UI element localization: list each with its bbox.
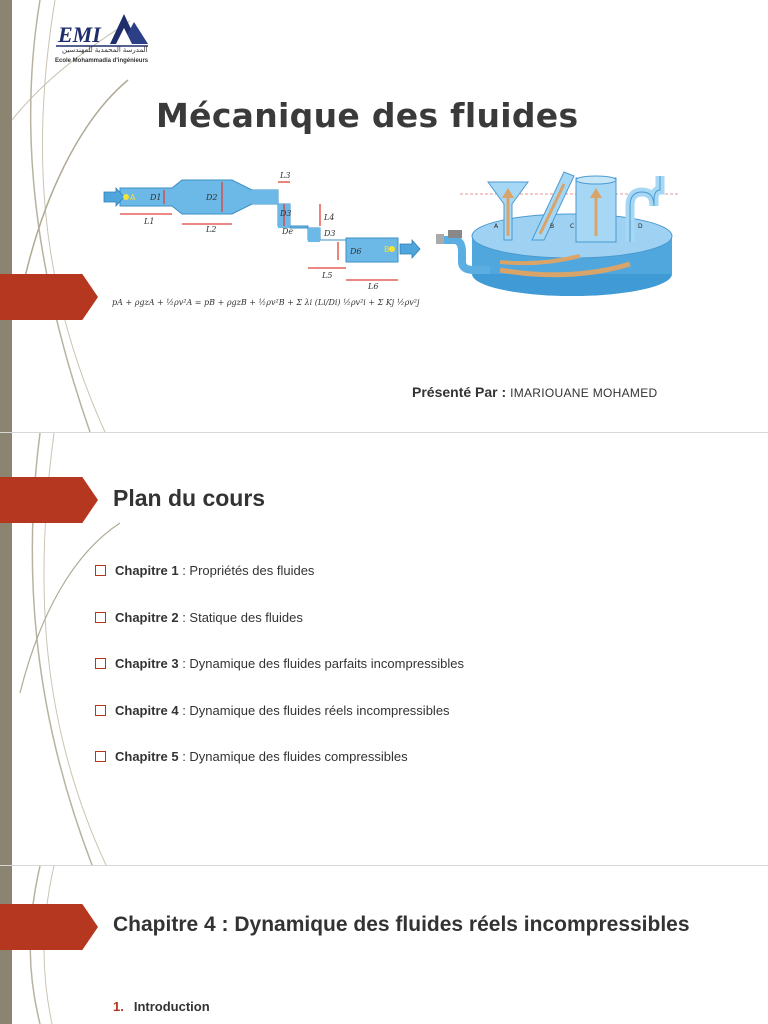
svg-text:L5: L5 [321, 271, 332, 280]
red-tab-marker [0, 274, 98, 320]
checkbox-bullet-icon [95, 704, 106, 716]
svg-text:D3: D3 [279, 209, 292, 218]
list-item: Chapitre 2 : Statique des fluides [95, 610, 464, 657]
svg-text:D6: D6 [349, 247, 362, 256]
pipe-system-diagram: L3 D1 D2 D3 L4 De D3 D6 L1 L2 L5 L6 A B [103, 171, 421, 291]
left-decor-strip [0, 433, 12, 865]
svg-text:D: D [638, 223, 643, 230]
svg-text:L3: L3 [279, 171, 290, 180]
tank-flow-diagram: A B C D [436, 171, 680, 296]
svg-text:A: A [130, 193, 136, 202]
chapter-slide: Chapitre 4 : Dynamique des fluides réels… [0, 866, 768, 1024]
list-item: Chapitre 4 : Dynamique des fluides réels… [95, 703, 464, 750]
svg-text:B: B [550, 223, 554, 230]
title-slide: EMI المدرسة المحمدية للمهندسين Ecole Moh… [0, 0, 768, 432]
svg-text:L1: L1 [143, 217, 154, 226]
svg-text:L2: L2 [205, 225, 216, 234]
page-title: Mécanique des fluides [156, 96, 579, 135]
logo-school-name-ar: المدرسة المحمدية للمهندسين [62, 47, 148, 54]
list-item: Chapitre 3 : Dynamique des fluides parfa… [95, 656, 464, 703]
checkbox-bullet-icon [95, 658, 106, 669]
svg-text:EMI: EMI [57, 22, 102, 47]
svg-text:L4: L4 [323, 213, 334, 222]
emi-logo: EMI [56, 14, 148, 47]
bernoulli-equation: pA + ρgzA + ½ρv²A = pB + ρgzB + ½ρv²B + … [112, 298, 420, 307]
outline-slide: Plan du cours Chapitre 1 : Propriétés de… [0, 433, 768, 865]
logo-school-name-fr: Ecole Mohammadia d'ingénieurs [55, 58, 149, 64]
list-item: Chapitre 1 : Propriétés des fluides [95, 563, 464, 610]
svg-text:L6: L6 [367, 282, 378, 291]
presenter-line: Présenté Par : IMARIOUANE MOHAMED [412, 384, 657, 400]
list-item: Chapitre 5 : Dynamique des fluides compr… [95, 749, 464, 796]
svg-text:B: B [384, 245, 390, 254]
checkbox-bullet-icon [95, 565, 106, 576]
presenter-label: Présenté Par : [412, 384, 507, 400]
left-decor-strip [0, 0, 12, 432]
svg-text:D3: D3 [323, 229, 336, 238]
red-tab-marker [0, 904, 98, 950]
svg-text:C: C [570, 223, 574, 230]
presenter-name: IMARIOUANE MOHAMED [510, 386, 658, 400]
chapter-heading: Chapitre 4 : Dynamique des fluides réels… [113, 913, 690, 936]
svg-text:A: A [494, 223, 499, 230]
section-heading: Plan du cours [113, 485, 266, 511]
list-item: 1.Introduction [113, 999, 210, 1014]
checkbox-bullet-icon [95, 611, 106, 623]
svg-text:D1: D1 [149, 193, 162, 202]
svg-text:De: De [281, 227, 293, 236]
svg-text:D2: D2 [205, 193, 218, 202]
slide-separator [0, 865, 768, 866]
checkbox-bullet-icon [95, 751, 106, 762]
red-tab-marker [0, 477, 98, 523]
slide-separator [0, 432, 768, 433]
decorative-swoosh [11, 0, 130, 432]
chapter-list: Chapitre 1 : Propriétés des fluides Chap… [95, 563, 464, 796]
